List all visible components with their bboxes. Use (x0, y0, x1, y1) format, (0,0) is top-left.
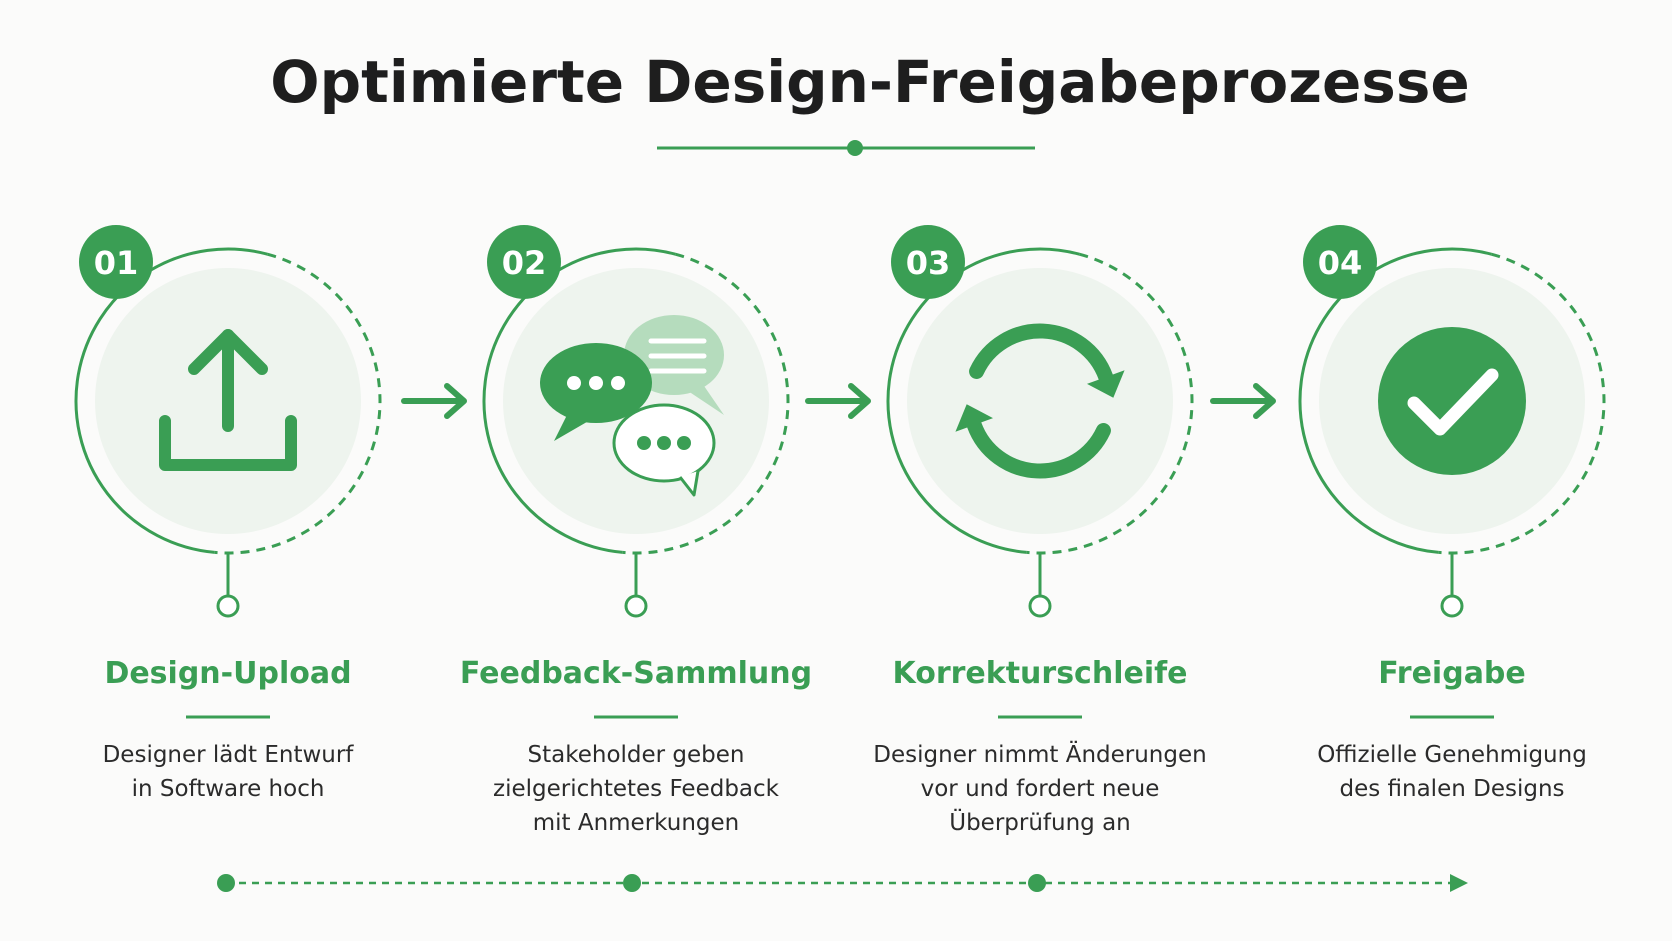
timeline-dot (1028, 874, 1046, 892)
checkmark-icon (1378, 327, 1526, 475)
step-description-line: mit Anmerkungen (533, 810, 740, 836)
step-number: 04 (1318, 244, 1363, 282)
timeline-arrowhead-icon (1450, 874, 1468, 892)
step-connector-node (1028, 594, 1052, 618)
bottom-timeline (217, 874, 1468, 892)
step-connector-node (1440, 594, 1464, 618)
step-description-line: vor und fordert neue (921, 776, 1160, 802)
step-description-line: des finalen Designs (1339, 776, 1564, 802)
step-ring-dashed (214, 252, 382, 555)
step-connector-node (624, 594, 648, 618)
timeline-dot (217, 874, 235, 892)
step-number: 01 (94, 244, 139, 282)
step-number-badge (487, 225, 561, 299)
step-title: Freigabe (1378, 656, 1526, 691)
step-circle-fill (907, 268, 1173, 534)
step-description-line: Designer nimmt Änderungen (873, 740, 1206, 768)
arrow-icon (401, 383, 467, 419)
step-ring (1298, 247, 1492, 554)
step-description-line: Überprüfung an (949, 808, 1131, 836)
step-number-badge (79, 225, 153, 299)
step-number: 03 (906, 244, 951, 282)
title-divider (657, 140, 1035, 156)
page-title: Optimierte Design-Freigabeprozesse (270, 48, 1469, 116)
step-ring-dashed (1026, 252, 1194, 555)
arrow-icon (1210, 383, 1276, 419)
step-number-badge (1303, 225, 1377, 299)
step-title: Korrekturschleife (892, 656, 1187, 691)
step-ring (482, 247, 676, 554)
step-description-line: zielgerichtetes Feedback (493, 776, 780, 802)
refresh-cycle-icon (955, 323, 1125, 479)
step-ring-dashed (622, 252, 790, 555)
step-connector-node (216, 594, 240, 618)
upload-icon (159, 329, 297, 471)
step-ring (74, 247, 268, 554)
chat-bubbles-icon (540, 315, 724, 497)
step-description-line: Stakeholder geben (528, 742, 745, 768)
arrow-icon (805, 383, 871, 419)
step-number: 02 (502, 244, 547, 282)
step-title: Feedback-Sammlung (460, 656, 812, 691)
step-arrows (401, 383, 1276, 419)
step-description-line: in Software hoch (132, 776, 325, 802)
step-ring-dashed (1438, 252, 1606, 555)
step-description-line: Designer lädt Entwurf (103, 742, 355, 768)
step-ring (886, 247, 1080, 554)
step-title: Design-Upload (104, 656, 351, 691)
timeline-dot (623, 874, 641, 892)
step-description-line: Offizielle Genehmigung (1317, 742, 1587, 768)
step-number-badge (891, 225, 965, 299)
